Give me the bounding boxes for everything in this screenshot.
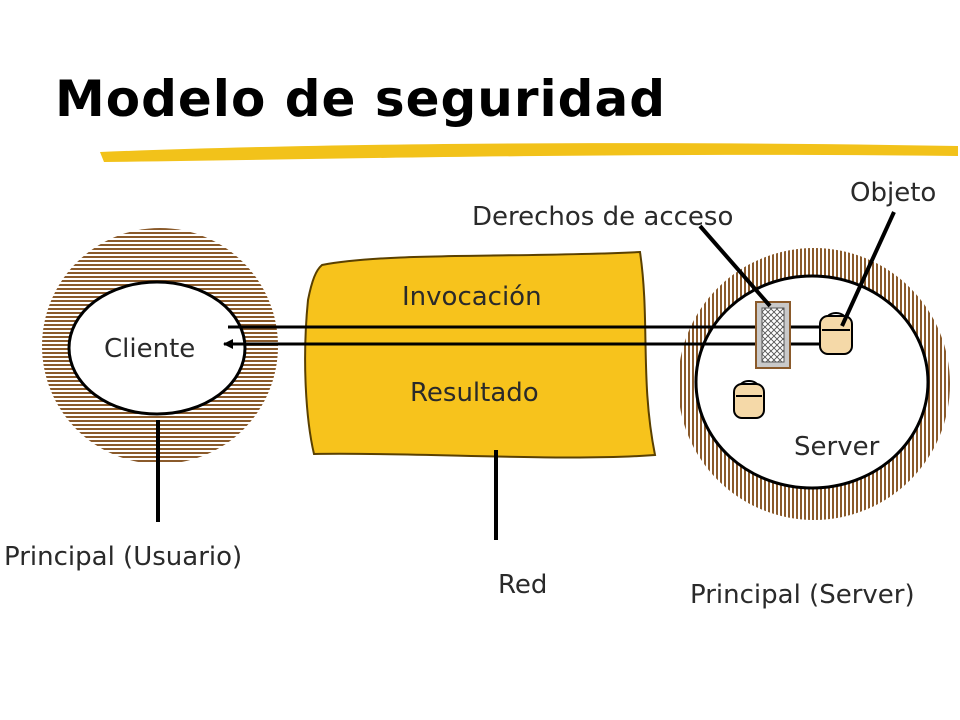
client-label: Cliente: [104, 334, 196, 364]
server-label: Server: [794, 432, 880, 462]
principal-user-label: Principal (Usuario): [4, 542, 243, 572]
page-title: Modelo de seguridad: [55, 70, 666, 128]
client-node: [67, 280, 247, 416]
access-rights-label: Derechos de acceso: [472, 202, 734, 232]
invocation-label: Invocación: [402, 282, 542, 312]
leader-objeto: [840, 211, 896, 327]
title-underline: [100, 143, 958, 162]
object-icon: [733, 380, 765, 419]
result-label: Resultado: [410, 378, 539, 408]
network-label: Red: [498, 570, 548, 600]
server-node: [694, 274, 930, 490]
leader-derechos: [698, 224, 772, 308]
object-label: Objeto: [850, 178, 937, 208]
network-blob: [304, 250, 657, 459]
principal-server-label: Principal (Server): [690, 580, 915, 610]
